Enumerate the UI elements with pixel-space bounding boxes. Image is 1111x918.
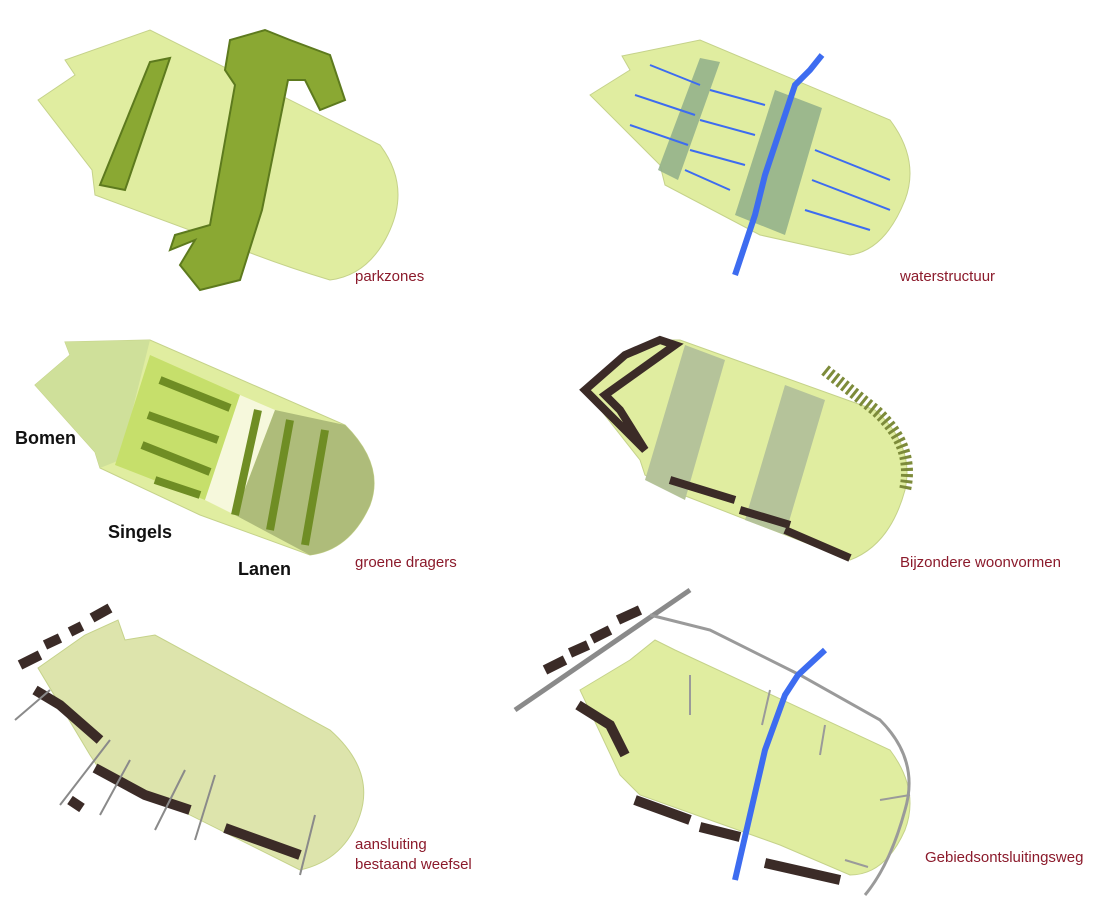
singels-hedges [140,376,232,499]
main-access-road [513,587,692,713]
groene-dragers-diagram [34,339,375,556]
ontsluiting-diagram [513,587,911,896]
caption-aansluiting-line1: aansluiting [355,836,427,853]
watercourse [732,647,828,881]
green-band-left [645,345,725,500]
panel-parkzones: parkzones [0,0,560,300]
caption-woonvormen: Bijzondere woonvormen [900,554,1061,571]
connection-arrows [14,689,316,876]
main-park-strip [168,28,347,292]
site-outline [37,29,399,281]
lanen-hedges [231,409,329,546]
tree-zone [35,340,150,468]
site-outline [579,639,911,876]
panel-aansluiting: aansluiting bestaand weefsel [0,590,560,918]
main-watercourse [732,53,825,276]
caption-waterstructuur: waterstructuur [900,268,996,285]
water-band-left [658,58,720,180]
panel-waterstructuur: waterstructuur [560,0,1111,300]
site-outline [37,619,365,871]
panel-ontsluiting: Gebiedsontsluitingsweg [500,575,1111,918]
aansluiting-diagram [14,603,365,876]
caption-groene-dragers: groene dragers [355,554,457,571]
caption-parkzones: parkzones [355,268,425,285]
existing-buildings [17,603,302,860]
existing-buildings [542,605,842,885]
panel-groene-dragers: Bomen Singels Lanen groene dragers [0,300,560,590]
green-band-right [745,385,825,535]
area-access-road [649,613,911,896]
label-bomen: Bomen [15,428,77,448]
waterstructuur-diagram [589,39,911,276]
left-park-strip [98,56,172,192]
access-arrows [689,675,911,868]
site-outline [589,39,911,256]
water-flow-arrows [629,64,891,231]
label-singels: Singels [108,522,173,542]
caption-aansluiting-line2: bestaand weefsel [355,856,472,873]
caption-ontsluiting: Gebiedsontsluitingsweg [925,849,1084,866]
panel-woonvormen: Bijzondere woonvormen [560,300,1111,590]
woonvormen-diagram [579,335,913,562]
special-housing-blocks [579,335,852,562]
parkzones-diagram [37,28,399,292]
label-lanen: Lanen [238,559,292,579]
